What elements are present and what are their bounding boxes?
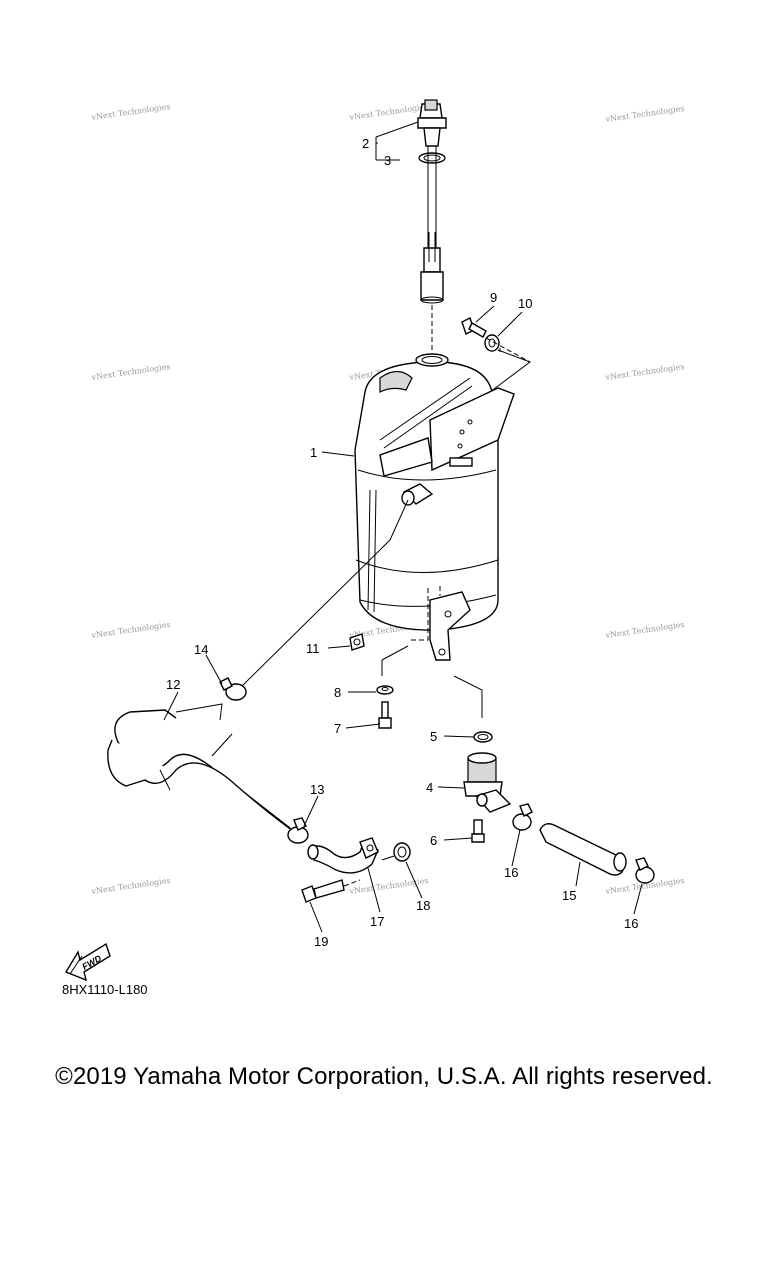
watermark: vNext Technologies <box>348 102 429 122</box>
callout-16: 16 <box>624 916 638 931</box>
callout-3: 3 <box>384 153 391 168</box>
callout-15: 15 <box>562 888 576 903</box>
callout-14: 14 <box>194 642 208 657</box>
callout-7: 7 <box>334 721 341 736</box>
callout-8: 8 <box>334 685 341 700</box>
copyright-notice: ©2019 Yamaha Motor Corporation, U.S.A. A… <box>55 1063 713 1090</box>
watermark: vNext Technologies <box>604 104 685 124</box>
callout-5: 5 <box>430 729 437 744</box>
bolt-washer-9-10 <box>461 317 532 393</box>
leader-lines <box>163 121 643 933</box>
callout-18: 18 <box>416 898 430 913</box>
callout-9: 9 <box>490 290 497 305</box>
watermark: vNext Technologies <box>90 102 171 122</box>
callout-6: 6 <box>430 833 437 848</box>
watermark: vNext Technologies <box>604 362 685 382</box>
hose-15-part <box>512 803 655 884</box>
exploded-parts-diagram: vNext Technologies vNext Technologies vN… <box>64 99 685 982</box>
oil-tank-part <box>354 353 515 661</box>
watermark: vNext Technologies <box>604 620 685 640</box>
level-sensor-part <box>417 99 447 350</box>
fasteners-group <box>349 633 512 843</box>
callout-17: 17 <box>370 914 384 929</box>
callout-13: 13 <box>310 782 324 797</box>
callout-4: 4 <box>426 780 433 795</box>
callout-11: 11 <box>306 641 320 656</box>
callout-10: 10 <box>518 296 532 311</box>
watermark: vNext Technologies <box>90 620 171 640</box>
fwd-arrow-icon: FWD <box>64 942 111 982</box>
hose-12-part <box>107 499 409 844</box>
watermark: vNext Technologies <box>90 362 171 382</box>
watermark: vNext Technologies <box>90 876 171 896</box>
callout-16: 16 <box>504 865 518 880</box>
callout-19: 19 <box>314 934 328 949</box>
callout-2: 2 <box>362 136 369 151</box>
callout-labels: 1 2 3 4 5 6 7 8 9 10 11 12 13 14 15 16 1… <box>166 136 638 949</box>
pipe-17-part <box>301 837 411 903</box>
callout-12: 12 <box>166 677 180 692</box>
diagram-reference-code: 8HX1110-L180 <box>62 982 148 997</box>
callout-1: 1 <box>310 445 317 460</box>
